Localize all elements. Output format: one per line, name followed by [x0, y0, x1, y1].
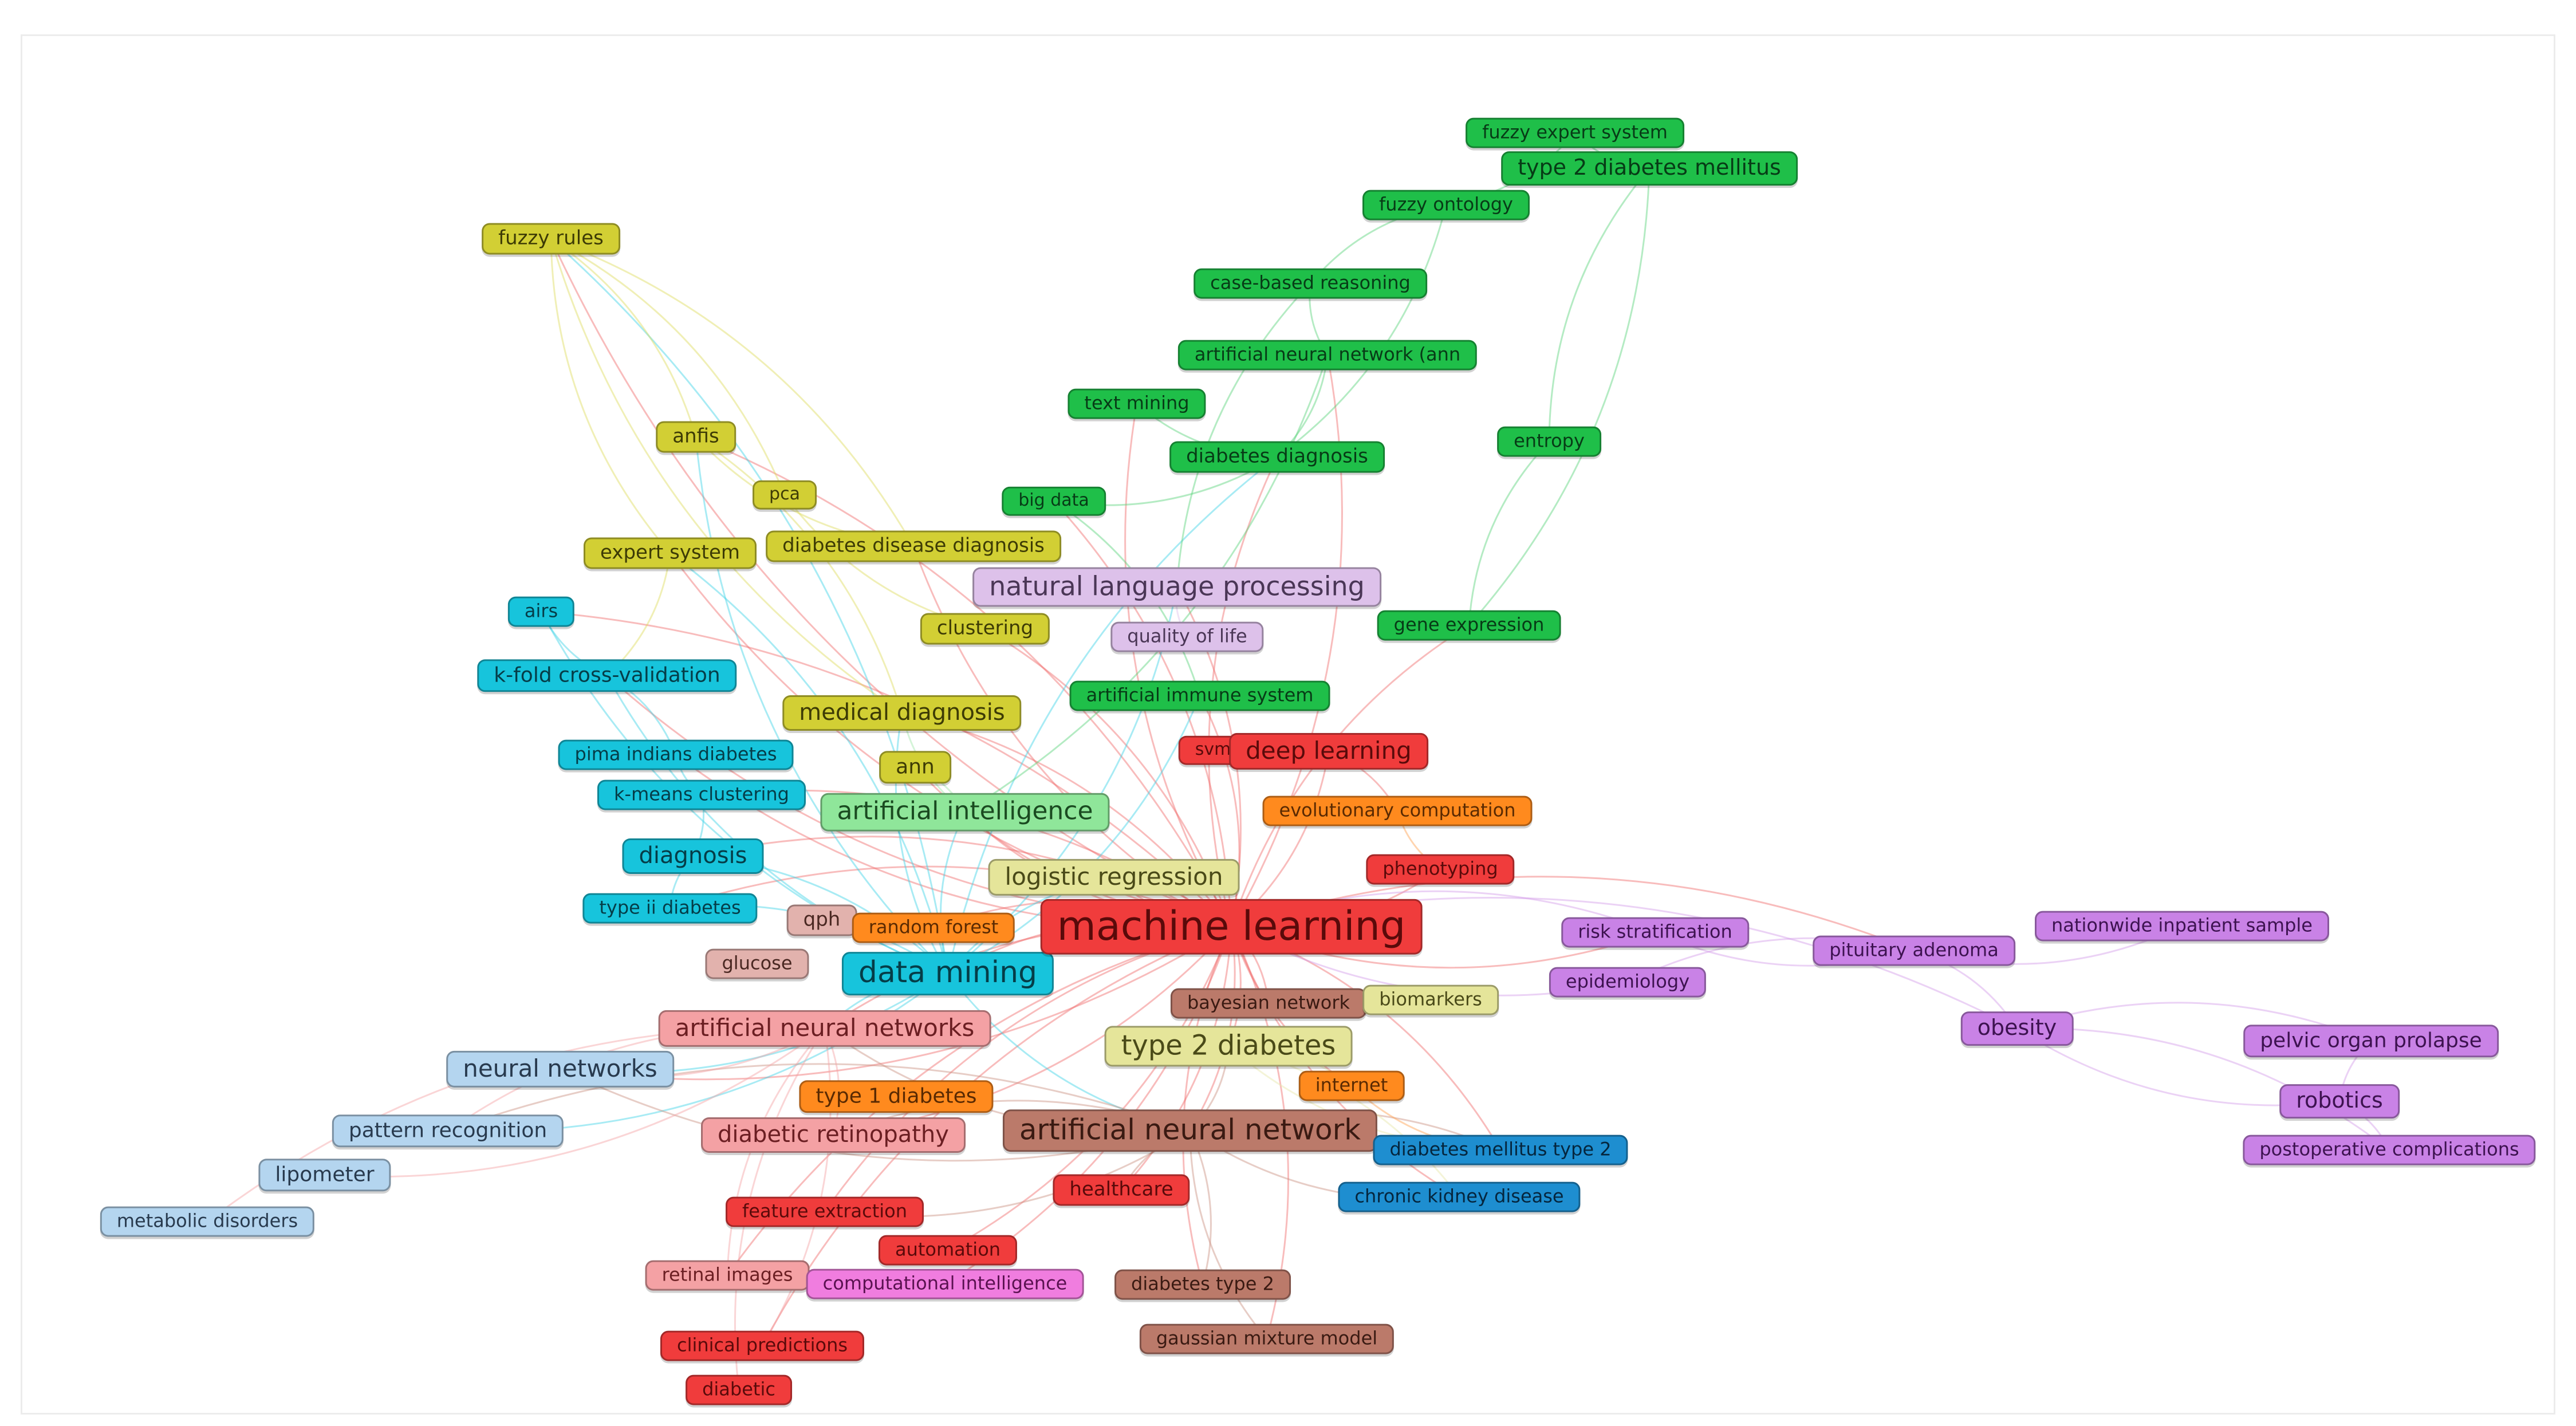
keyword-node-qph[interactable]: qph	[786, 904, 857, 936]
keyword-node-nationwide-inpatient-sample[interactable]: nationwide inpatient sample	[2035, 911, 2329, 942]
keyword-node-diabetes-type-2[interactable]: diabetes type 2	[1114, 1269, 1291, 1300]
keyword-node-ann[interactable]: ann	[879, 751, 951, 784]
keyword-node-random-forest[interactable]: random forest	[852, 912, 1015, 943]
keyword-node-epidemiology[interactable]: epidemiology	[1549, 967, 1707, 998]
keyword-node-k-means-clustering[interactable]: k-means clustering	[597, 779, 806, 810]
keyword-node-robotics[interactable]: robotics	[2279, 1084, 2400, 1118]
link-edge	[1468, 168, 1651, 626]
keyword-node-gene-expression[interactable]: gene expression	[1377, 610, 1561, 641]
keyword-node-bayesian-network[interactable]: bayesian network	[1170, 988, 1367, 1019]
keyword-node-diabetic[interactable]: diabetic	[686, 1374, 792, 1405]
keyword-node-clinical-predictions[interactable]: clinical predictions	[660, 1330, 865, 1361]
map-frame	[21, 34, 2555, 1415]
link-edge	[1468, 440, 1550, 626]
keyword-node-type-2-diabetes[interactable]: type 2 diabetes	[1104, 1026, 1353, 1067]
keyword-node-clustering[interactable]: clustering	[920, 613, 1050, 645]
keyword-node-fuzzy-rules[interactable]: fuzzy rules	[482, 223, 620, 255]
keyword-node-artificial-neural-network-ann[interactable]: artificial neural network (ann	[1177, 340, 1478, 371]
link-edge	[550, 238, 697, 438]
keyword-node-diagnosis[interactable]: diagnosis	[622, 838, 764, 874]
keyword-node-pituitary-adenoma[interactable]: pituitary adenoma	[1813, 935, 2015, 966]
keyword-node-pima-indians-diabetes[interactable]: pima indians diabetes	[558, 739, 794, 770]
link-edge	[695, 436, 949, 975]
keyword-node-biomarkers[interactable]: biomarkers	[1362, 984, 1499, 1015]
link-edge	[1176, 282, 1311, 588]
keyword-node-type-ii-diabetes[interactable]: type ii diabetes	[582, 893, 758, 924]
keyword-node-airs[interactable]: airs	[507, 596, 575, 627]
link-edge	[1120, 926, 1232, 1191]
keyword-node-diabetes-diagnosis[interactable]: diabetes diagnosis	[1169, 441, 1385, 473]
keyword-node-entropy[interactable]: entropy	[1497, 426, 1601, 457]
link-edge	[550, 238, 671, 554]
keyword-node-type-1-diabetes[interactable]: type 1 diabetes	[799, 1080, 994, 1113]
keyword-node-data-mining[interactable]: data mining	[841, 952, 1054, 995]
keyword-node-retinal-images[interactable]: retinal images	[645, 1260, 810, 1291]
link-edge	[447, 1063, 1191, 1132]
keyword-node-anfis[interactable]: anfis	[656, 421, 736, 453]
keyword-node-diabetic-retinopathy[interactable]: diabetic retinopathy	[701, 1117, 966, 1153]
link-edge	[947, 456, 1278, 974]
keyword-node-artificial-immune-system[interactable]: artificial immune system	[1069, 680, 1330, 711]
keyword-node-type-2-diabetes-mellitus[interactable]: type 2 diabetes mellitus	[1501, 151, 1798, 186]
link-edge	[669, 552, 949, 974]
keyword-node-diabetes-disease-diagnosis[interactable]: diabetes disease diagnosis	[766, 530, 1061, 562]
keyword-node-artificial-intelligence[interactable]: artificial intelligence	[820, 793, 1110, 832]
keyword-node-machine-learning[interactable]: machine learning	[1040, 899, 1423, 955]
keyword-node-quality-of-life[interactable]: quality of life	[1110, 621, 1264, 652]
link-edge	[1189, 1130, 1268, 1340]
keyword-node-big-data[interactable]: big data	[1002, 486, 1106, 516]
link-edge	[669, 553, 1232, 928]
keyword-node-risk-stratification[interactable]: risk stratification	[1561, 917, 1749, 948]
keyword-node-k-fold-cross-validation[interactable]: k-fold cross-validation	[477, 659, 737, 692]
keyword-node-medical-diagnosis[interactable]: medical diagnosis	[782, 695, 1022, 731]
keyword-node-postoperative-complications[interactable]: postoperative complications	[2243, 1135, 2536, 1165]
keyword-node-case-based-reasoning[interactable]: case-based reasoning	[1194, 268, 1427, 299]
link-edge	[761, 1028, 832, 1346]
keyword-node-artificial-neural-network[interactable]: artificial neural network	[1002, 1109, 1378, 1152]
link-edge	[550, 238, 949, 974]
link-edge	[1182, 926, 1232, 1285]
keyword-node-computational-intelligence[interactable]: computational intelligence	[806, 1269, 1084, 1299]
link-edge	[1548, 168, 1651, 442]
keyword-node-fuzzy-expert-system[interactable]: fuzzy expert system	[1466, 117, 1684, 148]
keyword-node-artificial-neural-networks[interactable]: artificial neural networks	[658, 1010, 991, 1047]
keyword-node-chronic-kidney-disease[interactable]: chronic kidney disease	[1338, 1181, 1581, 1212]
link-edge	[964, 354, 1329, 813]
keyword-node-fuzzy-ontology[interactable]: fuzzy ontology	[1362, 190, 1530, 220]
keyword-node-pca[interactable]: pca	[753, 480, 817, 510]
link-edge	[1124, 403, 1232, 927]
keyword-node-text-mining[interactable]: text mining	[1068, 388, 1206, 419]
link-edge	[324, 1027, 825, 1178]
keyword-node-neural-networks[interactable]: neural networks	[446, 1050, 674, 1088]
keyword-node-glucose[interactable]: glucose	[705, 948, 809, 979]
keyword-node-internet[interactable]: internet	[1298, 1070, 1405, 1101]
keyword-node-gaussian-mixture-model[interactable]: gaussian mixture model	[1139, 1323, 1395, 1354]
link-edge	[550, 238, 1232, 928]
keyword-node-metabolic-disorders[interactable]: metabolic disorders	[100, 1206, 315, 1237]
keyword-node-expert-system[interactable]: expert system	[584, 537, 757, 569]
keyword-node-pattern-recognition[interactable]: pattern recognition	[332, 1114, 564, 1148]
keyword-node-healthcare[interactable]: healthcare	[1053, 1174, 1190, 1206]
keyword-node-evolutionary-computation[interactable]: evolutionary computation	[1262, 795, 1533, 826]
keyword-node-lipometer[interactable]: lipometer	[258, 1159, 391, 1192]
keyword-node-feature-extraction[interactable]: feature extraction	[726, 1196, 924, 1227]
keyword-node-deep-learning[interactable]: deep learning	[1229, 732, 1428, 770]
link-edge	[669, 865, 1232, 928]
keyword-node-obesity[interactable]: obesity	[1960, 1011, 2074, 1046]
link-edge	[1199, 695, 1240, 927]
link-edge	[947, 695, 1201, 975]
link-edge	[550, 238, 915, 547]
keyword-node-phenotyping[interactable]: phenotyping	[1366, 854, 1515, 885]
keyword-node-automation[interactable]: automation	[878, 1235, 1018, 1266]
keyword-node-pelvic-organ-prolapse[interactable]: pelvic organ prolapse	[2243, 1025, 2499, 1058]
keyword-node-diabetes-mellitus-type-2[interactable]: diabetes mellitus type 2	[1373, 1135, 1628, 1165]
link-edge	[550, 238, 786, 495]
link-edge	[550, 238, 903, 714]
keyword-node-natural-language-processing[interactable]: natural language processing	[972, 567, 1381, 607]
keyword-node-logistic-regression[interactable]: logistic regression	[988, 858, 1240, 896]
